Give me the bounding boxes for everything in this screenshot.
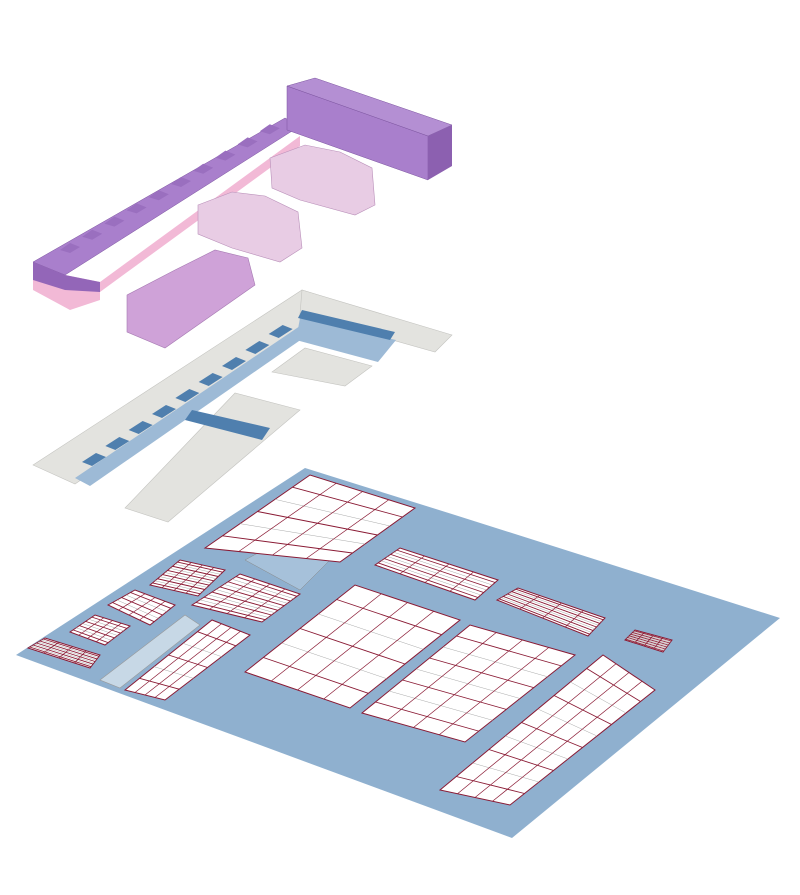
massing-bar-bay [104,216,125,227]
plan-wall-line [161,562,192,589]
slab-top-wing [299,289,453,353]
massing-layer [32,77,453,349]
plan-wall-line [134,623,222,693]
ground-slab-layer [32,289,453,523]
plan-wall-line [449,571,474,592]
plan-wall-line [185,567,214,594]
slab-blue-unit [152,405,176,418]
massing-bar-bay [60,243,80,253]
slab-blue-unit [268,325,293,338]
slab-blue-hall [296,318,396,362]
massing-bar-bay [193,163,214,174]
plan-wall-line [87,620,113,639]
plan-wall-line [209,578,256,610]
plan-wall-line [226,583,271,614]
plan-wall-line [272,491,363,556]
plan-wall-line [244,588,286,619]
plan-wall-line [387,632,497,721]
plan-wall-line [634,632,645,644]
plan-wall-line [58,646,73,659]
slab-blue-unit [105,437,130,450]
floor-plan-block [438,654,656,806]
plan-wall-line [271,593,382,682]
massing-bar-bay [171,177,191,187]
plan-wall-line [519,595,540,610]
plan-wall-line [238,482,337,552]
slab-blue-unit [128,421,153,434]
plan-wall-line [424,563,450,583]
plan-wall-line [78,617,104,636]
slab-blue-top [298,310,395,340]
floor-plan-blocks [26,474,673,806]
massing-bar-bay [237,137,258,148]
slab-blue-unit [82,453,106,466]
massing-bar-bay [82,229,103,240]
plan-wall-line [542,602,562,619]
plan-wall-line [439,647,549,736]
plan-wall-line [173,564,203,591]
massing-light-block-1 [269,144,376,216]
plan-wall-line [306,499,389,559]
site-floor-plan-layer [16,468,780,838]
slab-blue-unit [222,357,246,370]
massing-tower-right-face [428,125,452,180]
plan-wall-line [653,637,664,650]
plan-wall-line [154,630,241,698]
floor-plan-block [68,614,132,646]
slab-blue-unit [245,341,270,354]
massing-bar-bay [259,124,280,135]
slab-right-block [271,347,373,387]
plan-wall-line [399,555,425,575]
massing-light-block-2 [197,191,303,263]
massing-bar-bay [215,150,236,161]
plan-wall-line [74,650,87,664]
plan-wall-line [128,597,156,616]
massing-bar-front [33,262,100,292]
plan-wall-line [96,622,122,643]
plan-wall-line [413,639,523,728]
plan-wall-line [144,627,232,696]
plan-wall-line [43,641,59,654]
plan-wall-line [297,602,408,691]
slab-blue-unit [198,373,223,386]
plan-wall-line [565,610,584,628]
light-blue-strip [99,614,201,689]
plan-wall-line [323,610,434,700]
massing-bar-bays [60,124,280,253]
plan-wall-line [139,600,166,621]
massing-bar-bay [148,190,169,201]
massing-bar-bay [126,203,147,214]
plan-wall-line [643,634,654,647]
slab-blue-unit [175,389,200,402]
plan-wall-line [492,680,643,802]
slab-blue-cross [185,410,270,440]
plan-wall-line [457,663,617,795]
plan-wall-line [118,593,146,611]
plan-wall-line [474,672,630,798]
slab-blue-corridor [75,326,312,486]
slab-blue-units [82,325,293,466]
massing-medium-block [126,249,256,349]
